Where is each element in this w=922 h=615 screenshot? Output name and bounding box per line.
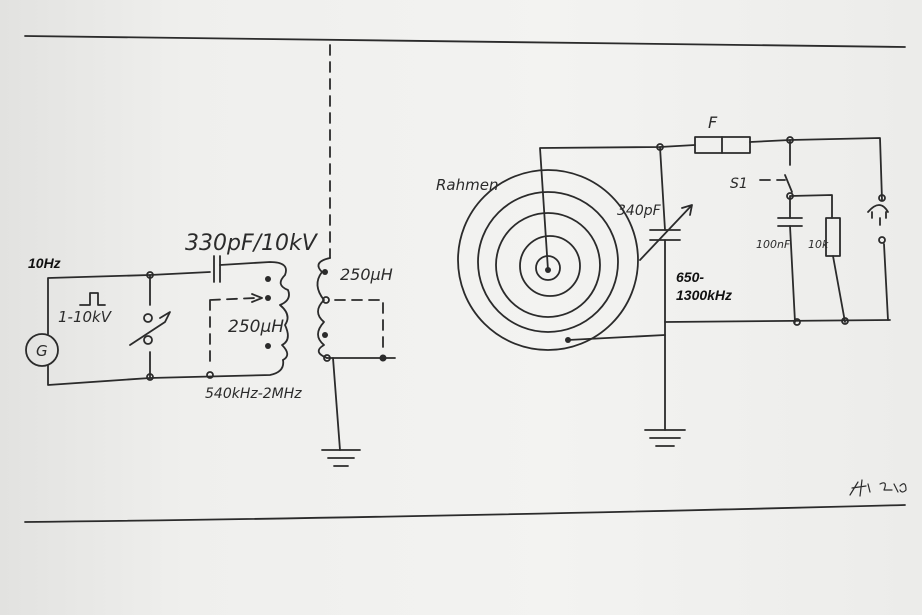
ground-icon xyxy=(321,449,361,467)
headphone-icon xyxy=(867,204,889,226)
filter-capacitor xyxy=(777,217,803,227)
receiver-range-line1: 650- xyxy=(676,269,704,285)
filter-cap-label: 100nF xyxy=(756,238,791,251)
pulse-generator-circuit: G 10Hz 1-10kV 330pF/10kV 250µH 540kHz-2M… xyxy=(25,231,319,402)
generator-label: G xyxy=(36,342,48,360)
switch-label: S1 xyxy=(730,176,748,192)
resistor-label: 10k xyxy=(808,238,829,251)
coupling-capacitor xyxy=(213,255,221,283)
tuning-cap-label: 340pF xyxy=(617,203,662,219)
pulse-icon xyxy=(79,292,106,306)
receiver-range-line2: 1300kHz xyxy=(676,287,732,303)
antenna-coupler: 250µH xyxy=(316,44,396,467)
adjustable-spark-gap-arrow xyxy=(129,311,171,346)
loop-antenna-label: Rahmen xyxy=(436,176,498,194)
bottom-rule xyxy=(24,504,906,523)
switch-s1 xyxy=(784,139,793,193)
generator-symbol xyxy=(25,333,59,367)
tap-arrow xyxy=(251,293,263,303)
primary-inductance-label: 250µH xyxy=(228,317,284,337)
ground-icon xyxy=(644,429,686,447)
coupling-cap-label: 330pF/10kV xyxy=(185,231,319,256)
receiver-circuit: Rahmen 340pF 650- 1300kHz F S1 100nF 10k xyxy=(436,113,891,447)
top-rule xyxy=(24,35,906,48)
spark-gap-electrode xyxy=(143,313,153,323)
primary-coil xyxy=(219,261,290,361)
spark-gap-electrode xyxy=(143,335,153,345)
loop-antenna-spiral xyxy=(457,169,639,351)
secondary-coil xyxy=(316,257,331,359)
variable-arrow xyxy=(639,204,693,261)
frequency-label: 10Hz xyxy=(28,255,61,271)
voltage-label: 1-10kV xyxy=(58,308,113,326)
primary-range-label: 540kHz-2MHz xyxy=(205,386,302,402)
tuning-capacitor xyxy=(649,229,681,241)
fuse-label: F xyxy=(708,113,718,132)
signature xyxy=(849,479,907,497)
secondary-inductance-label: 250µH xyxy=(340,265,393,284)
